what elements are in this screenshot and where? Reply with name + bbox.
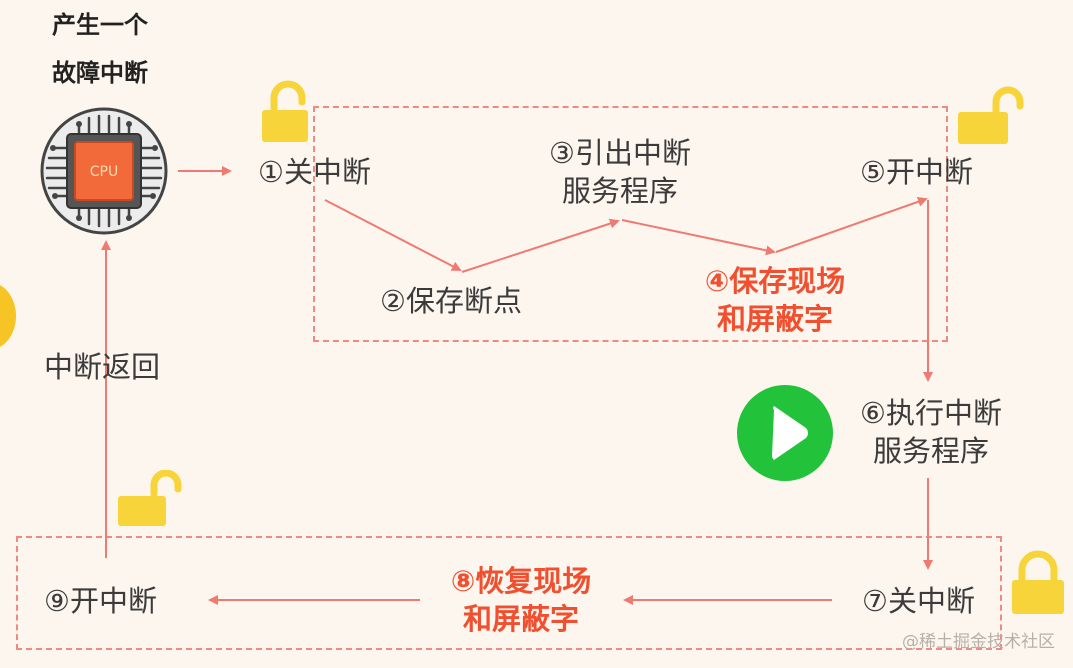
edge-yellow-circle [0,282,16,350]
play-icon [737,385,833,481]
open-lock-icon [958,86,1024,144]
open-lock-icon [262,80,308,142]
step-1-close-interrupt: ①关中断 [258,155,371,189]
watermark: @稀土掘金技术社区 [902,632,1055,652]
step-7-close-interrupt: ⑦关中断 [862,584,975,618]
step-6-label: ⑥执行中断 服务程序 [846,394,1016,470]
arrow-s3-to-s4 [621,219,776,256]
step-5-open-interrupt: ⑤开中断 [860,155,973,189]
step-4-label: ④保存现场 和屏蔽字 [690,262,860,338]
arrow-s1-to-s2 [324,199,462,271]
step-3-line1: ③引出中断 [549,136,691,170]
step-9-open-interrupt: ⑨开中断 [44,584,157,618]
upper-dashed-box [313,106,948,342]
interrupt-return-label: 中断返回 [44,350,161,384]
step-4-line2: 和屏蔽字 [716,302,833,336]
arrow-s4-to-s5 [775,196,928,253]
step-6-line1: ⑥执行中断 [860,396,1002,430]
step-8-label: ⑧恢复现场 和屏蔽字 [436,562,606,638]
closed-lock-icon [1012,550,1064,614]
step-8-line2: 和屏蔽字 [462,602,579,636]
step-4-line1: ④保存现场 [704,264,846,298]
cpu-caption-line1: 产生一个 [52,11,148,39]
step-3-label: ③引出中断 服务程序 [535,134,705,210]
cpu-chip-label: CPU [90,164,118,180]
lower-dashed-box [16,536,1002,650]
step-8-line1: ⑧恢复现场 [450,564,592,598]
arrow-s2-to-s3 [461,218,620,273]
step-6-line2: 服务程序 [872,434,989,468]
step-2-save-breakpoint: ②保存断点 [380,284,522,318]
cpu-icon: CPU [40,107,168,235]
cpu-caption-line2: 故障中断 [52,59,148,87]
step-3-line2: 服务程序 [561,174,678,208]
open-lock-icon [118,470,182,526]
